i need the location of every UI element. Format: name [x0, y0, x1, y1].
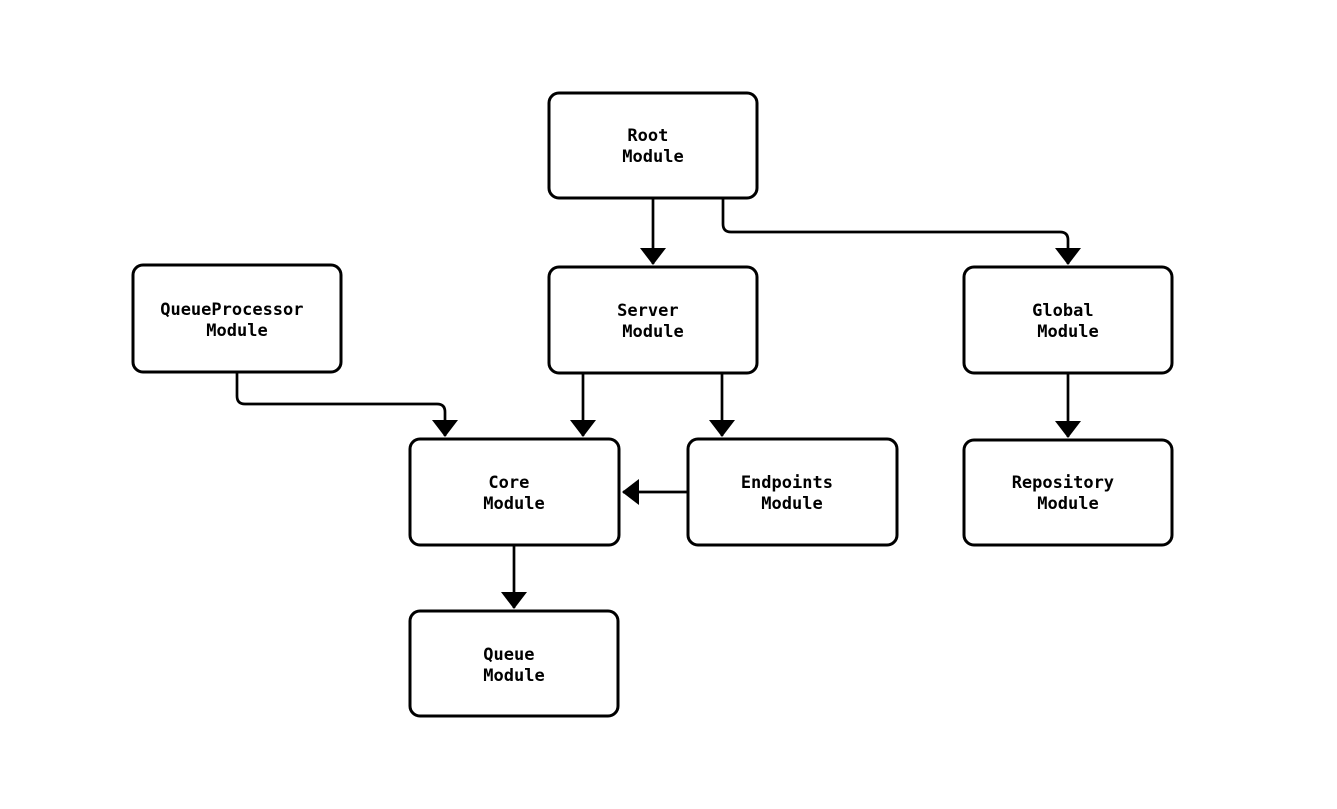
node-root-module-box	[547, 91, 759, 200]
node-root-module-label: Root Module	[622, 126, 683, 167]
node-repository-module: Repository Module	[962, 438, 1174, 547]
edge-queueprocessor-to-core	[235, 372, 458, 437]
node-queueprocessor-module-box	[131, 263, 343, 374]
node-queue-module-box	[408, 609, 620, 718]
node-server-module-label: Server Module	[617, 301, 689, 342]
node-repository-module-box	[962, 438, 1174, 547]
node-global-module-box	[962, 265, 1174, 375]
node-core-module: Core Module	[408, 437, 621, 547]
edge-root-to-global	[721, 198, 1081, 265]
node-endpoints-module-label: Endpoints Module	[741, 473, 843, 514]
node-repository-module-label: Repository Module	[1012, 473, 1125, 514]
node-endpoints-module: Endpoints Module	[686, 437, 899, 547]
node-global-module: Global Module	[962, 265, 1174, 375]
node-core-module-box	[408, 437, 621, 547]
node-root-module: Root Module	[547, 91, 759, 200]
node-server-module: Server Module	[547, 265, 759, 375]
node-queue-module: Queue Module	[408, 609, 620, 718]
node-queueprocessor-module-label: QueueProcessor Module	[160, 300, 314, 341]
node-global-module-label: Global Module	[1032, 301, 1104, 342]
node-queueprocessor-module: QueueProcessor Module	[131, 263, 343, 374]
node-queue-module-label: Queue Module	[483, 645, 544, 686]
node-core-module-label: Core Module	[483, 473, 544, 514]
node-endpoints-module-box	[686, 437, 899, 547]
node-server-module-box	[547, 265, 759, 375]
